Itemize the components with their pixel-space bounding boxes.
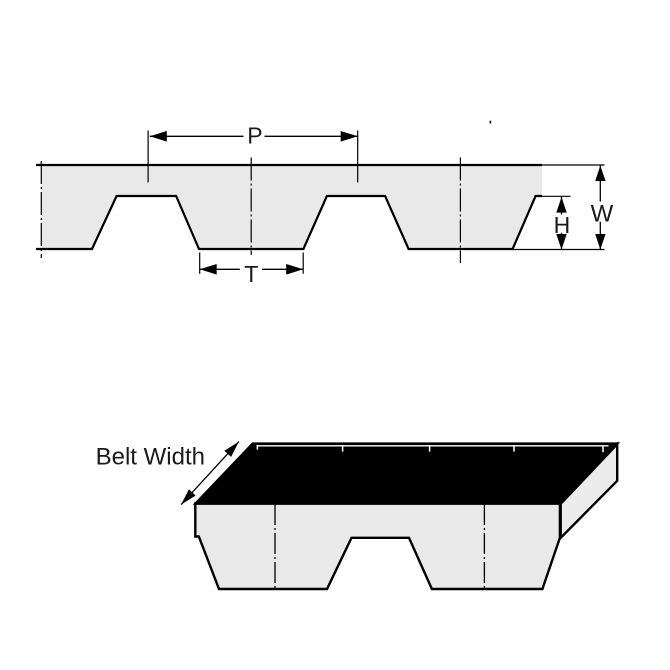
svg-text:H: H: [554, 212, 571, 238]
svg-text:W: W: [591, 200, 614, 227]
svg-text:T: T: [244, 261, 258, 287]
svg-text:Belt Width: Belt Width: [96, 443, 205, 470]
svg-text:P: P: [247, 122, 262, 148]
